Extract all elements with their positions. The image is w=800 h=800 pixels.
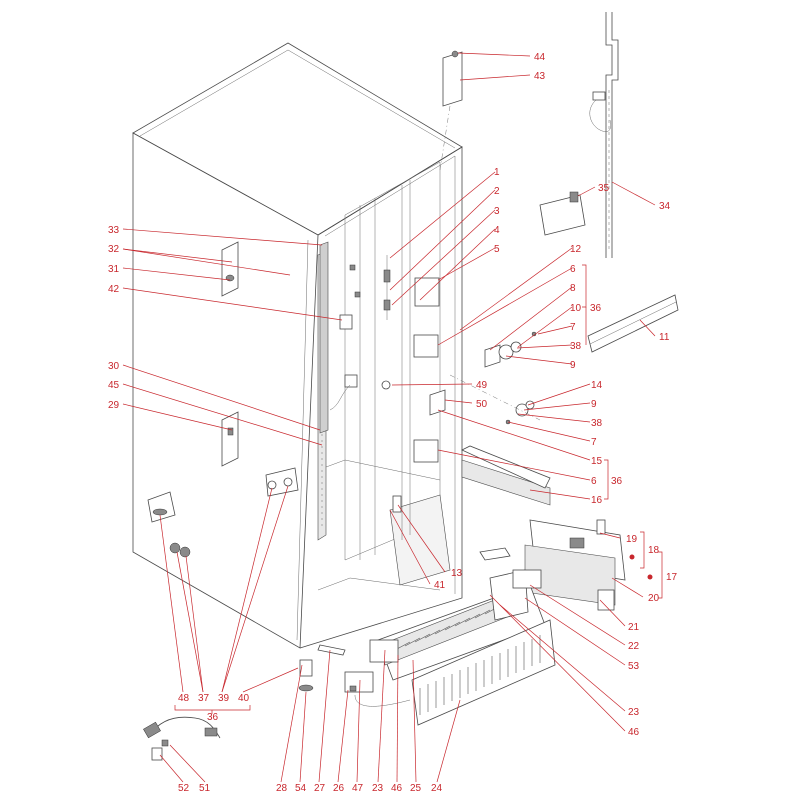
trim-strip (587, 294, 679, 353)
loose-parts (143, 716, 221, 761)
label-31: 31 (108, 264, 120, 275)
label-45: 45 (108, 380, 120, 391)
label-23-bottom: 23 (372, 783, 384, 794)
left-rail (317, 241, 329, 541)
label-38-upper: 38 (570, 341, 582, 352)
label-5: 5 (494, 244, 500, 255)
label-19: 19 (626, 534, 638, 545)
label-46-bottom: 46 (391, 783, 403, 794)
label-46-right: 46 (628, 727, 640, 738)
label-52: 52 (178, 783, 190, 794)
label-49: 49 (476, 380, 488, 391)
callout-labels: 44 43 1 35 2 34 3 4 5 12 6 8 10 36 7 11 … (108, 52, 678, 794)
label-40: 40 (238, 693, 250, 704)
label-42: 42 (108, 284, 120, 295)
top-bracket (439, 50, 463, 171)
label-15: 15 (591, 456, 603, 467)
grille-vents-front (419, 635, 541, 715)
reference-dots (629, 554, 653, 580)
label-54: 54 (295, 783, 307, 794)
label-7-lower: 7 (591, 437, 597, 448)
label-3: 3 (494, 206, 500, 217)
label-1: 1 (494, 167, 500, 178)
label-9-lower: 9 (591, 399, 597, 410)
label-16: 16 (591, 495, 603, 506)
cabinet-body (132, 42, 463, 692)
label-37: 37 (198, 693, 210, 704)
label-28: 28 (276, 783, 288, 794)
label-7-upper: 7 (570, 322, 576, 333)
label-6-upper: 6 (570, 264, 576, 275)
label-12: 12 (570, 244, 582, 255)
label-51: 51 (199, 783, 211, 794)
label-10: 10 (570, 303, 582, 314)
label-50: 50 (476, 399, 488, 410)
label-2: 2 (494, 186, 500, 197)
label-23-right: 23 (628, 707, 640, 718)
gasket-strip (589, 12, 619, 258)
label-9-upper: 9 (570, 360, 576, 371)
label-29: 29 (108, 400, 120, 411)
label-6-lower: 6 (591, 476, 597, 487)
label-17: 17 (666, 572, 678, 583)
label-36-middle: 36 (611, 476, 623, 487)
label-4: 4 (494, 225, 500, 236)
label-30: 30 (108, 361, 120, 372)
label-8: 8 (570, 283, 576, 294)
label-22: 22 (628, 641, 640, 652)
label-24: 24 (431, 783, 443, 794)
label-39: 39 (218, 693, 230, 704)
bracket-35 (539, 191, 586, 236)
evaporator-unit (479, 519, 626, 611)
label-21: 21 (628, 622, 640, 633)
label-32: 32 (108, 244, 120, 255)
label-41: 41 (434, 580, 446, 591)
label-43: 43 (534, 71, 546, 82)
label-11: 11 (659, 332, 670, 343)
label-38-lower: 38 (591, 418, 603, 429)
label-18: 18 (648, 545, 660, 556)
label-53: 53 (628, 661, 640, 672)
base-grille (317, 569, 556, 726)
label-44: 44 (534, 52, 546, 63)
label-33: 33 (108, 225, 120, 236)
label-13: 13 (451, 568, 463, 579)
label-20: 20 (648, 593, 660, 604)
label-35: 35 (598, 183, 610, 194)
label-36-lower: 36 (207, 712, 219, 723)
hinge-assemblies (429, 331, 541, 425)
label-36-upper: 36 (590, 303, 602, 314)
label-48: 48 (178, 693, 190, 704)
inner-components (329, 255, 440, 513)
label-25: 25 (410, 783, 422, 794)
label-27: 27 (314, 783, 326, 794)
leader-lines (122, 52, 663, 783)
label-47: 47 (352, 783, 364, 794)
label-26: 26 (333, 783, 345, 794)
label-14: 14 (591, 380, 603, 391)
shelf-channel (461, 445, 551, 506)
label-34: 34 (659, 201, 671, 212)
side-brackets (147, 241, 299, 558)
